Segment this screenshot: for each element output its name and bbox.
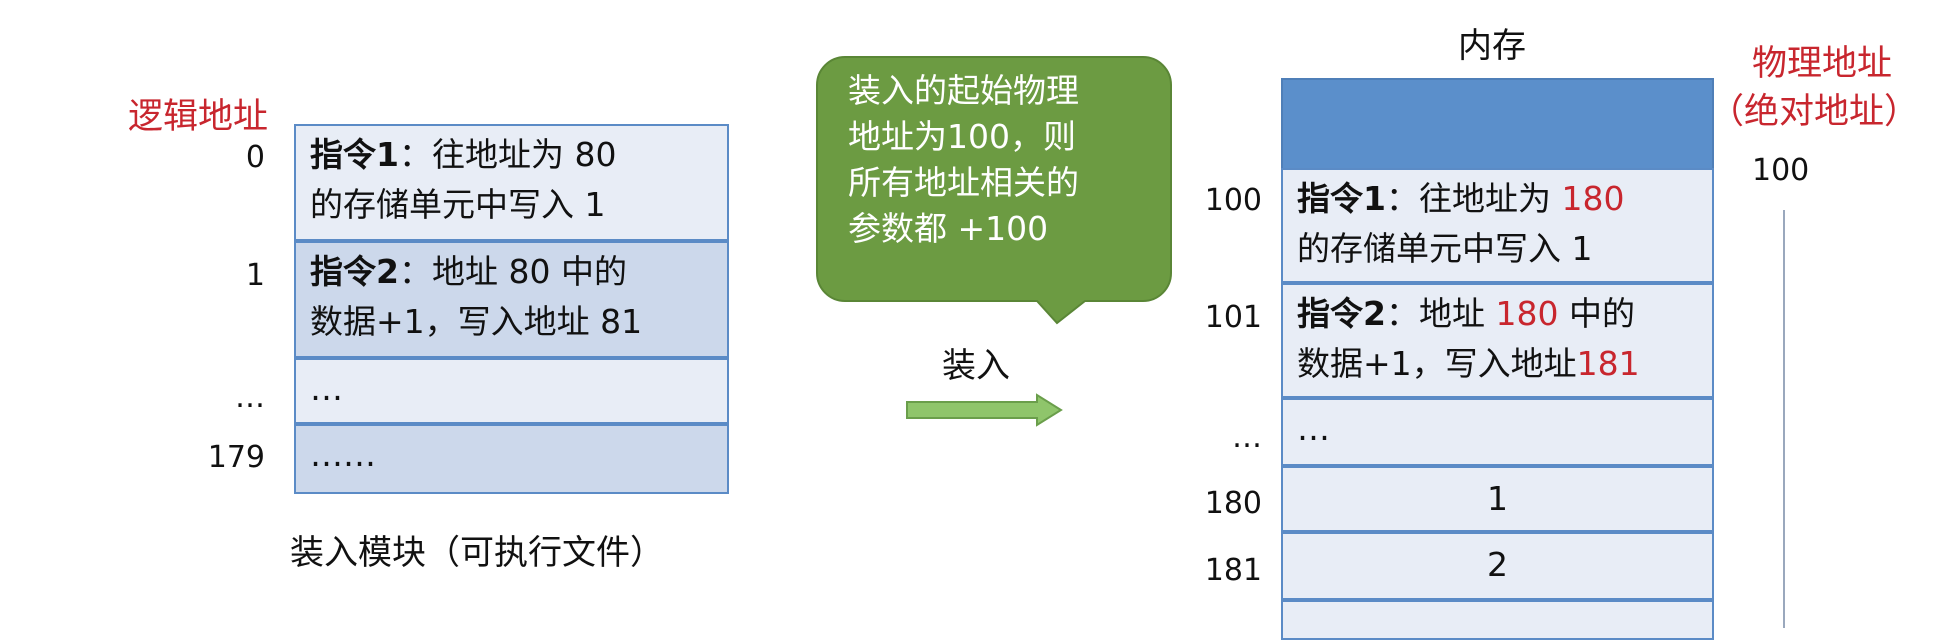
bubble-line-1: 装入的起始物理 [848,71,1079,110]
memory-cell-180-value: 1 [1487,479,1508,518]
memory-title: 内存 [1458,26,1526,66]
memory-cell-ellipsis-text: … [1297,409,1330,448]
physical-address-title: 物理地址 （绝对地址） [1709,40,1932,136]
bubble-text: 装入的起始物理 地址为100，则 所有地址相关的 参数都 +100 [848,68,1079,252]
module-cell-179-text: …… [310,435,376,474]
physical-address-axis-line [1783,210,1785,628]
mem-instruction-2-address: 180 [1495,294,1559,333]
memory-address-101: 101 [1204,300,1262,335]
bubble-line-4: 参数都 +100 [848,209,1049,248]
mem-instruction-1-text-line2: 的存储单元中写入 1 [1297,229,1593,268]
instruction-2-name: 指令2 [310,252,399,291]
logical-address-ellipsis: … [235,380,265,415]
memory-address-180: 180 [1204,486,1262,521]
module-cell-ellipsis: … [294,358,729,424]
physical-address-title-line1: 物理地址 [1751,44,1892,84]
instruction-1-text: ：往地址为 80 [398,135,617,174]
mem-instruction-2-target-address: 181 [1576,344,1640,383]
load-arrow-icon [906,393,1063,427]
physical-address-value: 100 [1752,153,1810,188]
instruction-1-text-line2: 的存储单元中写入 1 [310,185,606,224]
bubble-line-3: 所有地址相关的 [848,163,1079,202]
memory-cell-instruction-2: 指令2：地址 180 中的 数据+1，写入地址181 [1281,283,1714,398]
memory-cell-next [1281,600,1714,640]
logical-address-0: 0 [245,140,265,175]
memory-cell-180: 1 [1281,466,1714,532]
memory-address-100: 100 [1204,183,1262,218]
module-caption: 装入模块（可执行文件） [290,533,664,573]
module-cell-instruction-2: 指令2：地址 80 中的 数据+1，写入地址 81 [294,241,729,358]
module-cell-instruction-1: 指令1：往地址为 80 的存储单元中写入 1 [294,124,729,241]
memory-header-block [1281,78,1714,178]
logical-address-title: 逻辑地址 [128,97,269,137]
instruction-2-text-line2: 数据+1，写入地址 81 [310,302,643,341]
speech-bubble [816,56,1172,325]
load-arrow-label: 装入 [942,346,1010,386]
mem-instruction-1-text: ：往地址为 [1385,179,1562,218]
mem-instruction-1-address: 180 [1561,179,1625,218]
memory-cell-181-value: 2 [1487,545,1508,584]
bubble-line-2: 地址为100，则 [848,117,1076,156]
memory-cell-instruction-1: 指令1：往地址为 180 的存储单元中写入 1 [1281,168,1714,283]
mem-instruction-1-name: 指令1 [1297,179,1386,218]
instruction-2-text: ：地址 80 中的 [398,252,627,291]
memory-cell-ellipsis: … [1281,398,1714,466]
mem-instruction-2-text-post: 中的 [1558,294,1635,333]
logical-address-1: 1 [245,258,265,293]
physical-address-title-line2: （绝对地址） [1708,92,1919,132]
memory-address-ellipsis: … [1232,420,1262,455]
module-cell-179: …… [294,424,729,494]
mem-instruction-2-text-line2: 数据+1，写入地址 [1297,344,1577,383]
memory-cell-181: 2 [1281,532,1714,600]
mem-instruction-2-name: 指令2 [1297,294,1386,333]
logical-address-179: 179 [207,440,265,475]
instruction-1-name: 指令1 [310,135,399,174]
mem-instruction-2-text: ：地址 [1385,294,1496,333]
module-cell-ellipsis-text: … [310,369,343,408]
memory-address-181: 181 [1204,553,1262,588]
